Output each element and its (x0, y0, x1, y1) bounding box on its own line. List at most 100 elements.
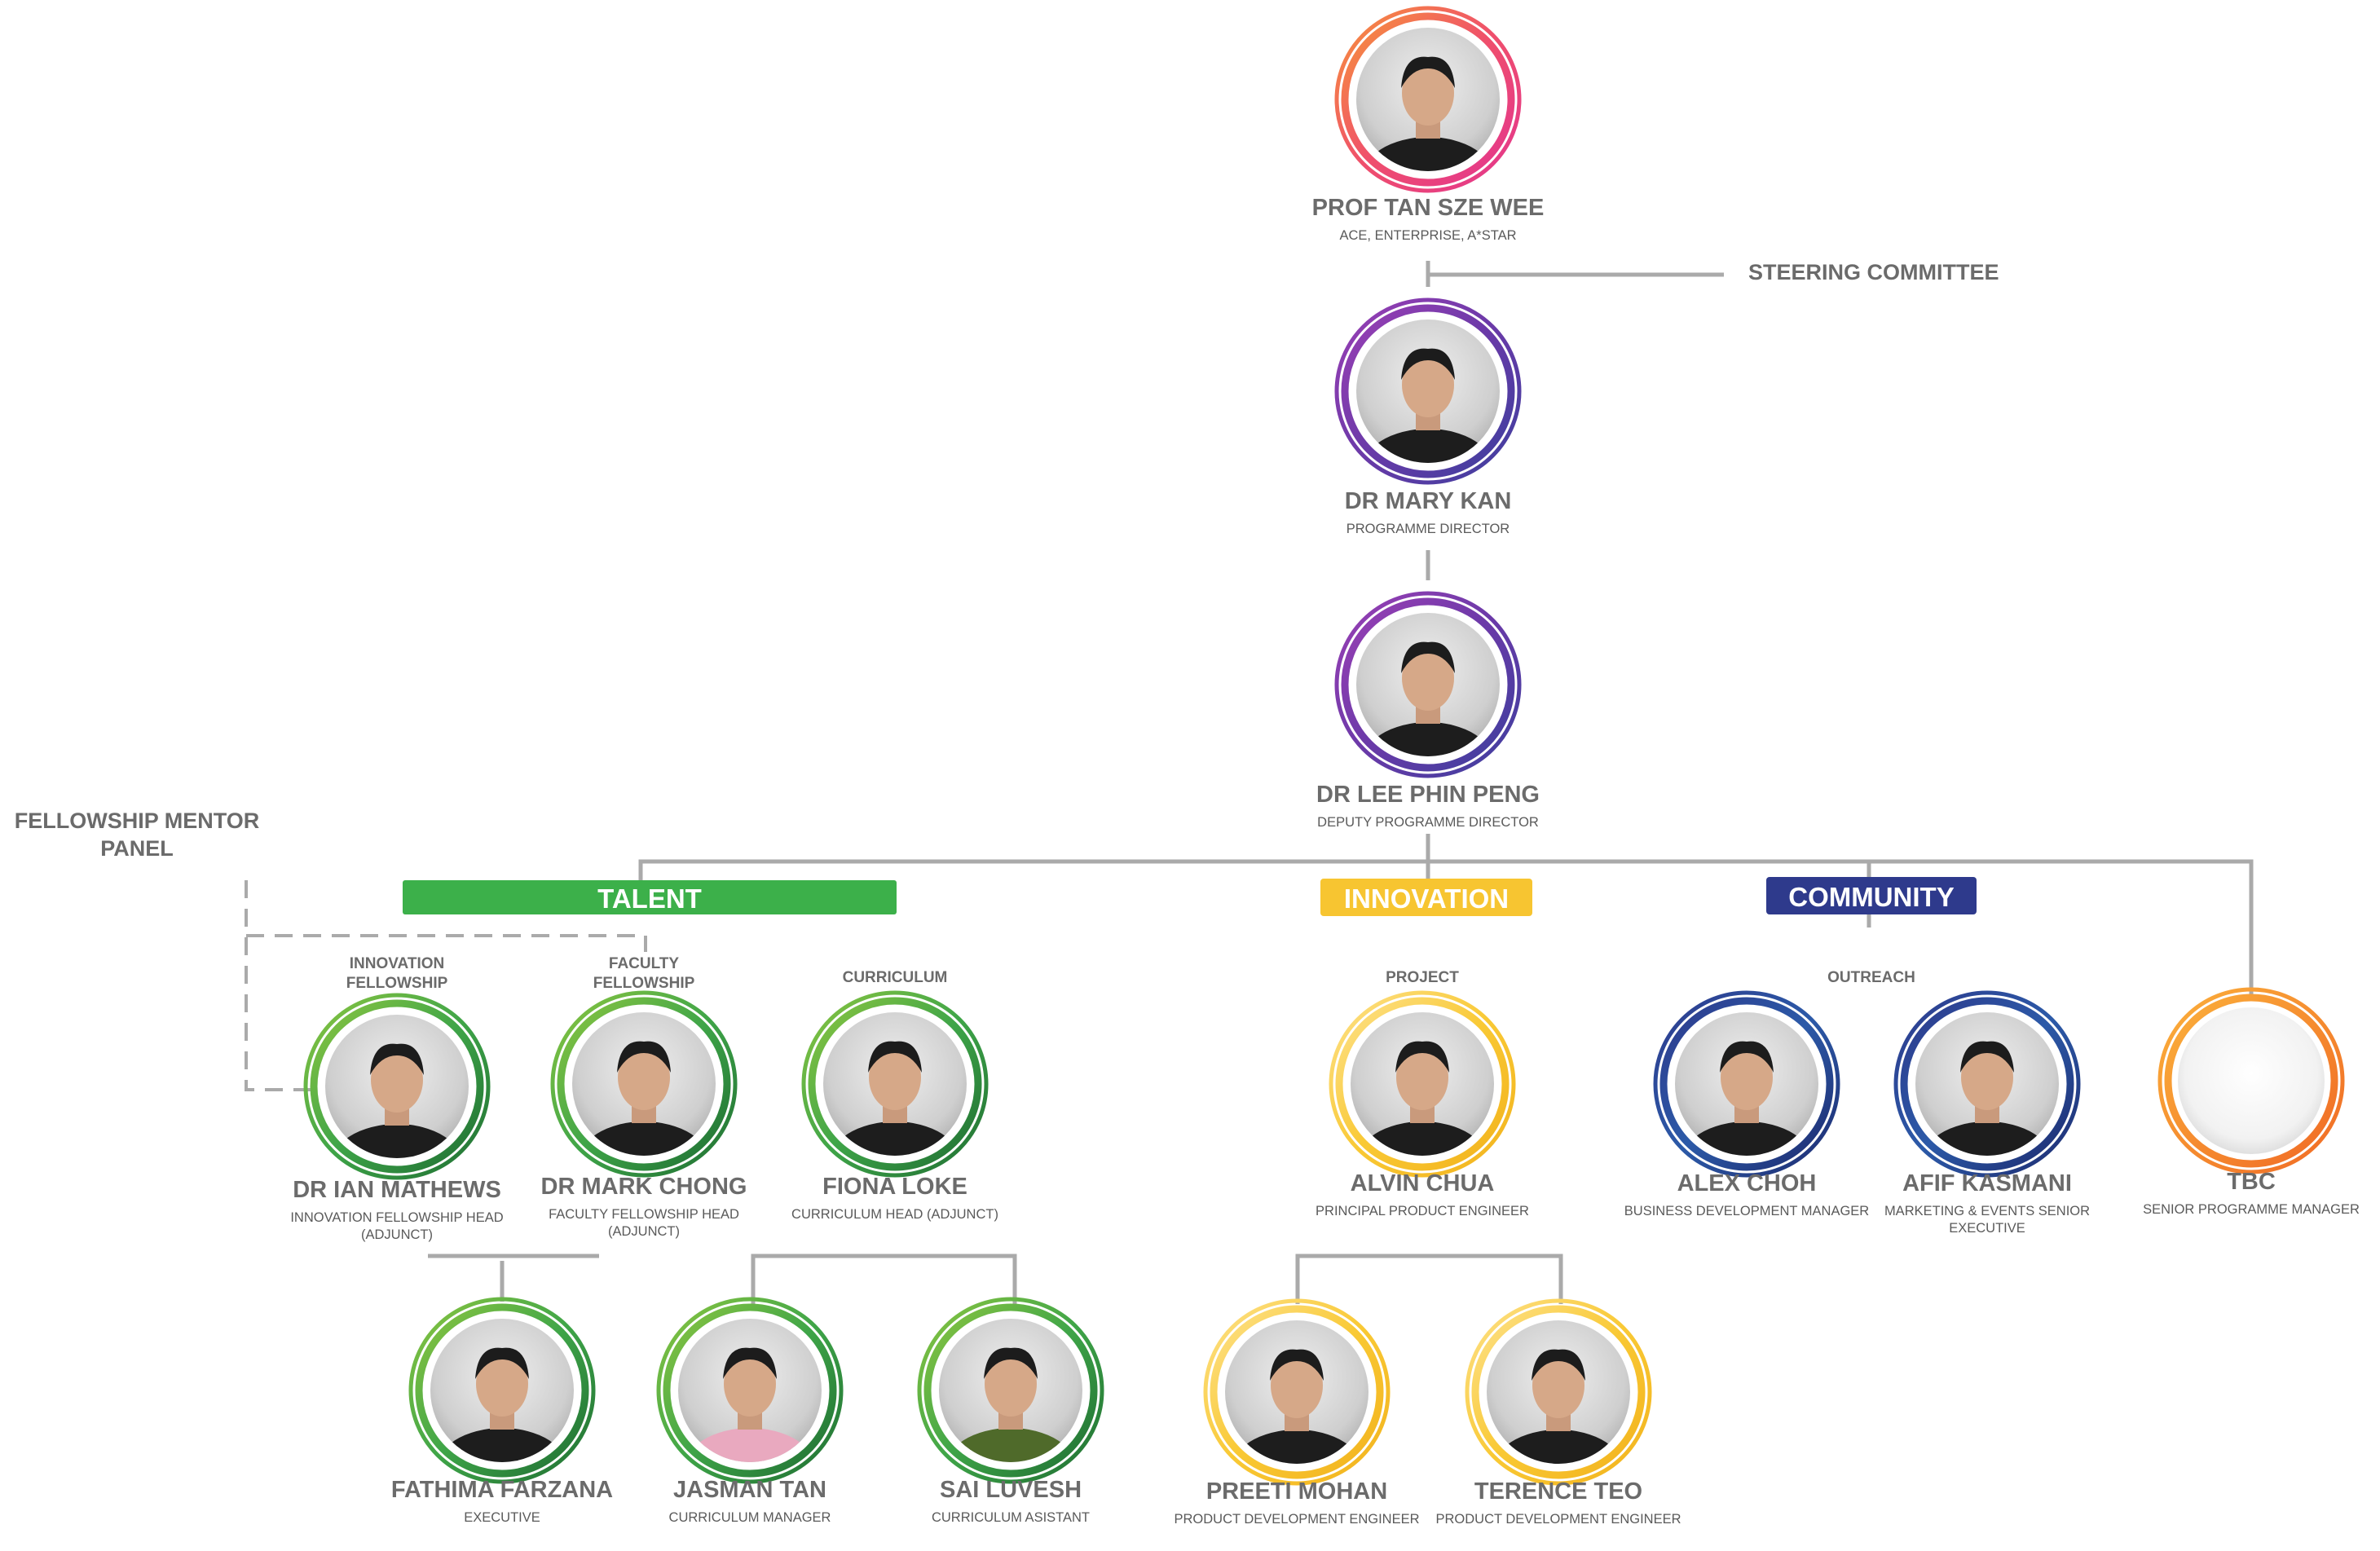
person-role: EXECUTIVE (1949, 1221, 2025, 1236)
person-role: PRODUCT DEVELOPMENT ENGINEER (1174, 1512, 1419, 1527)
person-farzana: FATHIMA FARZANA EXECUTIVE (391, 1297, 613, 1525)
person-loke: FIONA LOKE CURRICULUM HEAD (ADJUNCT) (791, 990, 998, 1222)
person-name: DR IAN MATHEWS (293, 1177, 501, 1203)
outer-ring (917, 1297, 1104, 1484)
person-name: AFIF KASMANI (1902, 1170, 2072, 1196)
connectors (428, 261, 2254, 1304)
connector-chua-team (1295, 1254, 1563, 1304)
avatar (572, 1012, 716, 1156)
section-project: PROJECT (1386, 969, 1459, 986)
avatar (1356, 319, 1500, 463)
person-name: PROF TAN SZE WEE (1312, 195, 1545, 221)
section-faculty-fellowship-line2: FELLOWSHIP (593, 975, 695, 992)
outer-ring (550, 990, 738, 1178)
innovation-band: INNOVATION (1320, 879, 1532, 916)
avatar (1487, 1320, 1630, 1464)
person-preeti: PREETI MOHAN PRODUCT DEVELOPMENT ENGINEER (1174, 1298, 1420, 1527)
avatar (1915, 1012, 2059, 1156)
person-name: JASMAN TAN (673, 1477, 826, 1503)
person-role: SENIOR PROGRAMME MANAGER (2143, 1202, 2360, 1217)
person-role: (ADJUNCT) (361, 1227, 433, 1242)
person-name: TERENCE TEO (1474, 1478, 1642, 1505)
outer-ring (303, 993, 491, 1180)
section-faculty-fellowship-line1: FACULTY (609, 955, 680, 972)
person-kan: DR MARY KAN PROGRAMME DIRECTOR (1334, 297, 1522, 536)
person-role: (ADJUNCT) (608, 1224, 680, 1239)
connector-loke-team (751, 1254, 1017, 1304)
people-layer: PROF TAN SZE WEE ACE, ENTERPRISE, A*STAR D… (290, 6, 2360, 1527)
person-name: SAI LUVESH (940, 1477, 1082, 1503)
talent-band: TALENT (403, 880, 897, 914)
section-curriculum: CURRICULUM (843, 969, 948, 986)
person-role: CURRICULUM ASISTANT (932, 1510, 1090, 1525)
person-tan: PROF TAN SZE WEE ACE, ENTERPRISE, A*STAR (1312, 6, 1545, 243)
fellowship-panel-label-line1: FELLOWSHIP MENTOR (15, 809, 260, 833)
person-role: MARKETING & EVENTS SENIOR (1884, 1204, 2090, 1218)
outer-ring (801, 990, 989, 1178)
avatar (1675, 1012, 1818, 1156)
person-role: PROGRAMME DIRECTOR (1346, 522, 1510, 536)
avatar (1356, 613, 1500, 756)
outer-ring (656, 1297, 844, 1484)
empty-photo (2178, 1007, 2325, 1154)
avatar (678, 1319, 822, 1462)
community-band: COMMUNITY (1766, 877, 1977, 914)
section-innovation-fellowship-line1: INNOVATION (350, 955, 444, 972)
talent-band-label: TALENT (597, 883, 702, 914)
steering-committee-label: STEERING COMMITTEE (1748, 260, 1999, 284)
outer-ring (1334, 6, 1522, 193)
outer-ring (1334, 297, 1522, 485)
outer-ring (1329, 990, 1516, 1178)
person-role: PRINCIPAL PRODUCT ENGINEER (1316, 1204, 1529, 1218)
outer-ring (1465, 1298, 1652, 1486)
person-name: DR LEE PHIN PENG (1316, 782, 1540, 808)
outer-ring (1334, 591, 1522, 778)
person-chong: DR MARK CHONG FACULTY FELLOWSHIP HEAD (ADJ… (541, 990, 747, 1239)
person-chua: ALVIN CHUA PRINCIPAL PRODUCT ENGINEER (1316, 990, 1529, 1218)
person-name: TBC (2227, 1169, 2276, 1195)
person-role: PRODUCT DEVELOPMENT ENGINEER (1435, 1512, 1681, 1527)
community-band-label: COMMUNITY (1788, 882, 1954, 912)
person-name: DR MARK CHONG (541, 1174, 747, 1200)
person-name: FATHIMA FARZANA (391, 1477, 613, 1503)
person-name: ALEX CHOH (1677, 1170, 1817, 1196)
person-role: EXECUTIVE (464, 1510, 540, 1525)
person-sai: SAI LUVESH CURRICULUM ASISTANT (917, 1297, 1104, 1525)
avatar (1356, 28, 1500, 171)
person-role: BUSINESS DEVELOPMENT MANAGER (1624, 1204, 1870, 1218)
person-tbc: TBC SENIOR PROGRAMME MANAGER (2143, 987, 2360, 1217)
person-mathews: DR IAN MATHEWS INNOVATION FELLOWSHIP HEAD… (290, 993, 504, 1242)
person-role: INNOVATION FELLOWSHIP HEAD (290, 1210, 503, 1225)
person-teo: TERENCE TEO PRODUCT DEVELOPMENT ENGINEER (1435, 1298, 1681, 1527)
fellowship-dashed-connectors (245, 880, 647, 1091)
outer-ring (2157, 987, 2345, 1174)
section-innovation-fellowship-line2: FELLOWSHIP (346, 975, 448, 992)
outer-ring (1203, 1298, 1391, 1486)
section-outreach: OUTREACH (1827, 969, 1915, 986)
avatar (1351, 1012, 1494, 1156)
person-choh: ALEX CHOH BUSINESS DEVELOPMENT MANAGER (1624, 990, 1870, 1218)
avatar (1225, 1320, 1368, 1464)
person-kasmani: AFIF KASMANI MARKETING & EVENTS SENIOR EXE… (1884, 990, 2090, 1236)
person-role: FACULTY FELLOWSHIP HEAD (549, 1207, 739, 1222)
person-jasman: JASMAN TAN CURRICULUM MANAGER (656, 1297, 844, 1525)
person-role: DEPUTY PROGRAMME DIRECTOR (1317, 815, 1539, 830)
person-role: ACE, ENTERPRISE, A*STAR (1340, 228, 1517, 243)
outer-ring (1893, 990, 2081, 1178)
person-name: ALVIN CHUA (1351, 1170, 1495, 1196)
avatar (823, 1012, 967, 1156)
person-name: FIONA LOKE (822, 1174, 967, 1200)
outer-ring (1653, 990, 1840, 1178)
person-lee: DR LEE PHIN PENG DEPUTY PROGRAMME DIRECTO… (1316, 591, 1540, 830)
outer-ring (408, 1297, 596, 1484)
person-name: PREETI MOHAN (1206, 1478, 1387, 1505)
person-name: DR MARY KAN (1345, 488, 1512, 514)
innovation-band-label: INNOVATION (1344, 883, 1509, 914)
avatar (325, 1015, 469, 1158)
avatar (939, 1319, 1082, 1462)
fellowship-panel-label-line2: PANEL (100, 836, 174, 861)
avatar (430, 1319, 574, 1462)
person-role: CURRICULUM MANAGER (669, 1510, 831, 1525)
person-role: CURRICULUM HEAD (ADJUNCT) (791, 1207, 998, 1222)
